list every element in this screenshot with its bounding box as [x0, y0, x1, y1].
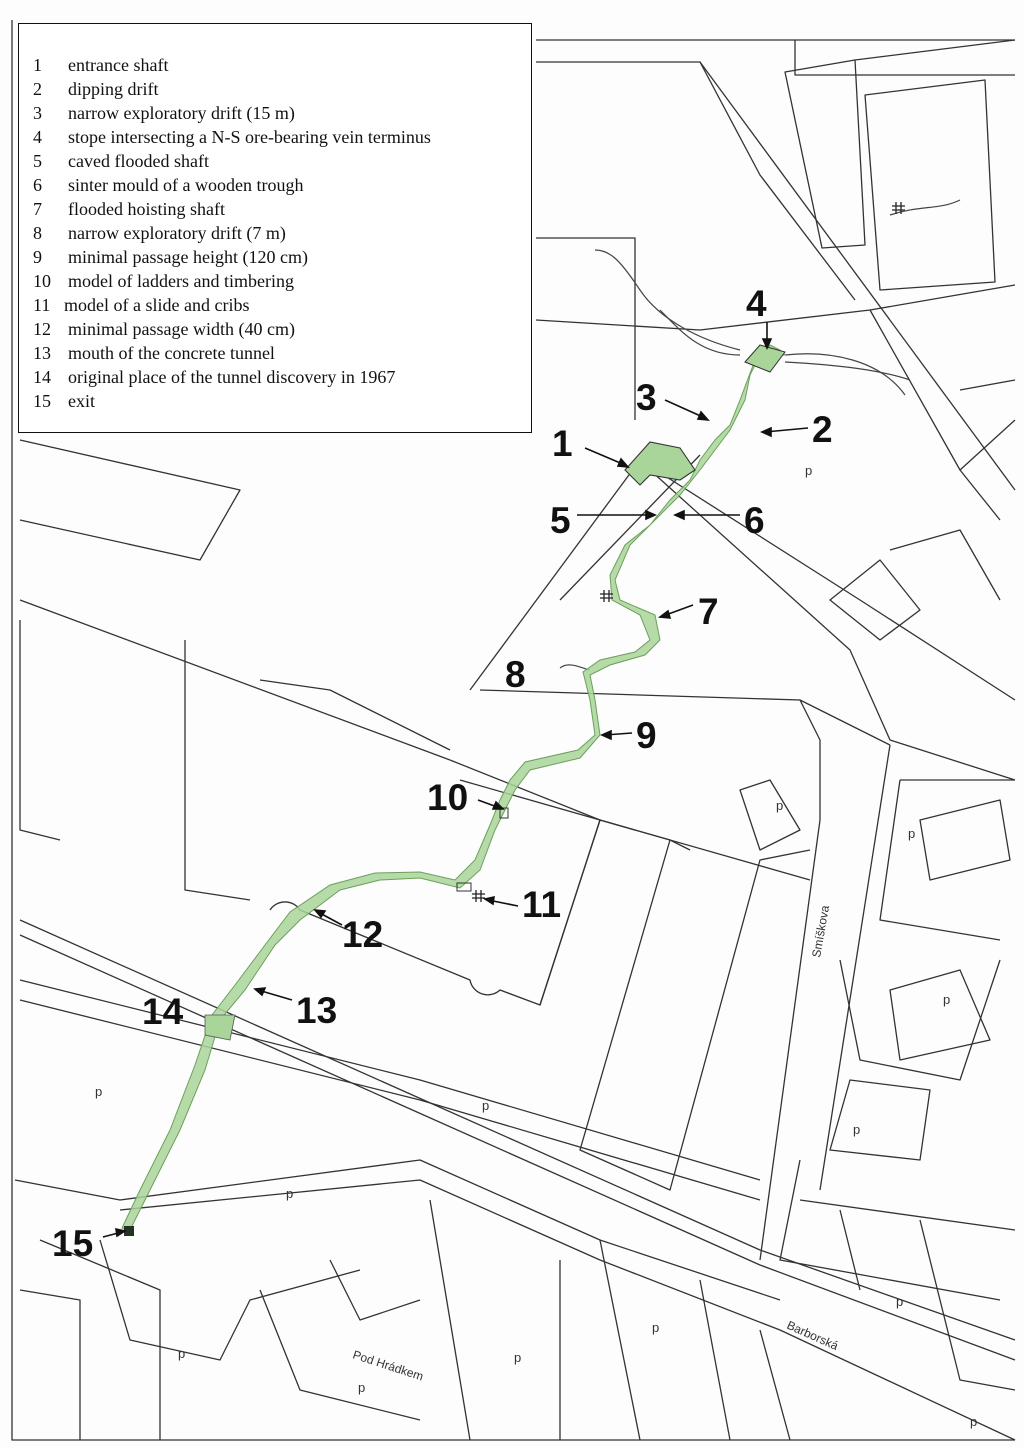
legend-item-text: model of ladders and timbering — [68, 271, 294, 291]
street-pod-hradkem: Pod Hrádkem — [351, 1348, 425, 1384]
legend-item: 6 sinter mould of a wooden trough — [19, 173, 531, 197]
legend-item-number: 1 — [33, 55, 42, 75]
legend-item-text: model of a slide and cribs — [64, 295, 250, 315]
parcel-mark: p — [95, 1084, 102, 1099]
legend-item: 4 stope intersecting a N-S ore-bearing ve… — [19, 125, 531, 149]
callout-13: 13 — [296, 990, 337, 1031]
legend-item-text: minimal passage height (120 cm) — [68, 247, 308, 267]
legend-item: 3 narrow exploratory drift (15 m) — [19, 101, 531, 125]
legend-item-text: minimal passage width (40 cm) — [68, 319, 295, 339]
legend-item-number: 13 — [33, 343, 51, 363]
parcel-mark: p — [776, 798, 783, 813]
legend-item-text: dipping drift — [68, 79, 159, 99]
callout-labels: 1 2 3 4 5 6 7 8 9 10 11 12 13 14 15 — [52, 283, 833, 1264]
callout-6: 6 — [744, 500, 765, 541]
map-linework — [11, 20, 1016, 1441]
shaft-symbols — [472, 202, 905, 902]
parcel-mark: p — [908, 826, 915, 841]
street-smitkova: Smíškova — [809, 904, 832, 959]
parcel-mark: p — [853, 1122, 860, 1137]
legend-item-text: sinter mould of a wooden trough — [68, 175, 304, 195]
legend-item-number: 10 — [33, 271, 51, 291]
parcel-mark: p — [178, 1346, 185, 1361]
callout-4: 4 — [746, 283, 767, 324]
legend-item-text: narrow exploratory drift (15 m) — [68, 103, 295, 123]
legend-item-number: 3 — [33, 103, 42, 123]
side-drifts — [559, 199, 961, 671]
legend-item-text: narrow exploratory drift (7 m) — [68, 223, 286, 243]
legend-item: 14 original place of the tunnel discovery… — [19, 365, 531, 389]
callout-11: 11 — [522, 884, 561, 925]
legend-item: 10 model of ladders and timbering — [19, 269, 531, 293]
stope-area — [744, 344, 786, 373]
parcel-mark: p — [358, 1380, 365, 1395]
legend-item: 1 entrance shaft — [19, 53, 531, 77]
legend-item-number: 5 — [33, 151, 42, 171]
legend-item-text: stope intersecting a N-S ore-bearing vei… — [68, 127, 431, 147]
parcel-mark: p — [943, 992, 950, 1007]
callout-12: 12 — [342, 914, 383, 955]
callout-8: 8 — [505, 654, 526, 695]
legend-item-number: 8 — [33, 223, 42, 243]
callout-3: 3 — [636, 377, 657, 418]
callout-arrows — [102, 322, 809, 1238]
legend-item-number: 12 — [33, 319, 51, 339]
legend-item: 11 model of a slide and cribs — [19, 293, 531, 317]
parcel-mark: p — [652, 1320, 659, 1335]
legend-item-number: 2 — [33, 79, 42, 99]
parcel-mark: p — [805, 463, 812, 478]
legend-item: 13 mouth of the concrete tunnel — [19, 341, 531, 365]
legend-item: 5 caved flooded shaft — [19, 149, 531, 173]
legend-item-text: exit — [68, 391, 95, 411]
parcel-mark: p — [896, 1294, 903, 1309]
tunnel-route — [121, 344, 787, 1236]
discovery-area — [204, 1014, 236, 1041]
callout-14: 14 — [142, 991, 184, 1032]
legend-item-number: 9 — [33, 247, 42, 267]
legend-item-number: 7 — [33, 199, 42, 219]
parcel-marks: p p p p p p p p p p p p p p — [95, 463, 977, 1429]
legend-item: 15 exit — [19, 389, 531, 413]
legend-item-number: 15 — [33, 391, 51, 411]
legend-item-text: original place of the tunnel discovery i… — [68, 367, 396, 387]
ladders-model-marker — [499, 807, 509, 819]
exit-marker — [124, 1226, 134, 1236]
slide-model-marker — [456, 882, 472, 892]
callout-7: 7 — [698, 591, 719, 632]
callout-15: 15 — [52, 1223, 93, 1264]
callout-1: 1 — [552, 423, 573, 464]
legend-item-text: mouth of the concrete tunnel — [68, 343, 275, 363]
legend-item-number: 4 — [33, 127, 42, 147]
legend-item: 9 minimal passage height (120 cm) — [19, 245, 531, 269]
street-labels: Smíškova Barborská Pod Hrádkem — [351, 904, 841, 1384]
legend-item-text: caved flooded shaft — [68, 151, 209, 171]
parcel-mark: p — [482, 1098, 489, 1113]
tunnel-passage — [121, 344, 787, 1231]
legend-box: 1 entrance shaft 2 dipping drift 3 narrow exp… — [18, 23, 532, 433]
parcel-mark: p — [286, 1186, 293, 1201]
legend-item-number: 14 — [33, 367, 51, 387]
legend-item-text: entrance shaft — [68, 55, 169, 75]
legend-item-number: 6 — [33, 175, 42, 195]
entrance-shaft-area — [624, 441, 696, 486]
callout-10: 10 — [427, 777, 468, 818]
parcel-mark: p — [514, 1350, 521, 1365]
legend-item-number: 11 — [33, 295, 51, 315]
legend-item-text: flooded hoisting shaft — [68, 199, 225, 219]
legend-item: 2 dipping drift — [19, 77, 531, 101]
legend-item: 8 narrow exploratory drift (7 m) — [19, 221, 531, 245]
callout-2: 2 — [812, 409, 833, 450]
callout-9: 9 — [636, 715, 657, 756]
legend-item: 7 flooded hoisting shaft — [19, 197, 531, 221]
callout-5: 5 — [550, 500, 571, 541]
legend-item: 12 minimal passage width (40 cm) — [19, 317, 531, 341]
parcel-mark: p — [970, 1414, 977, 1429]
